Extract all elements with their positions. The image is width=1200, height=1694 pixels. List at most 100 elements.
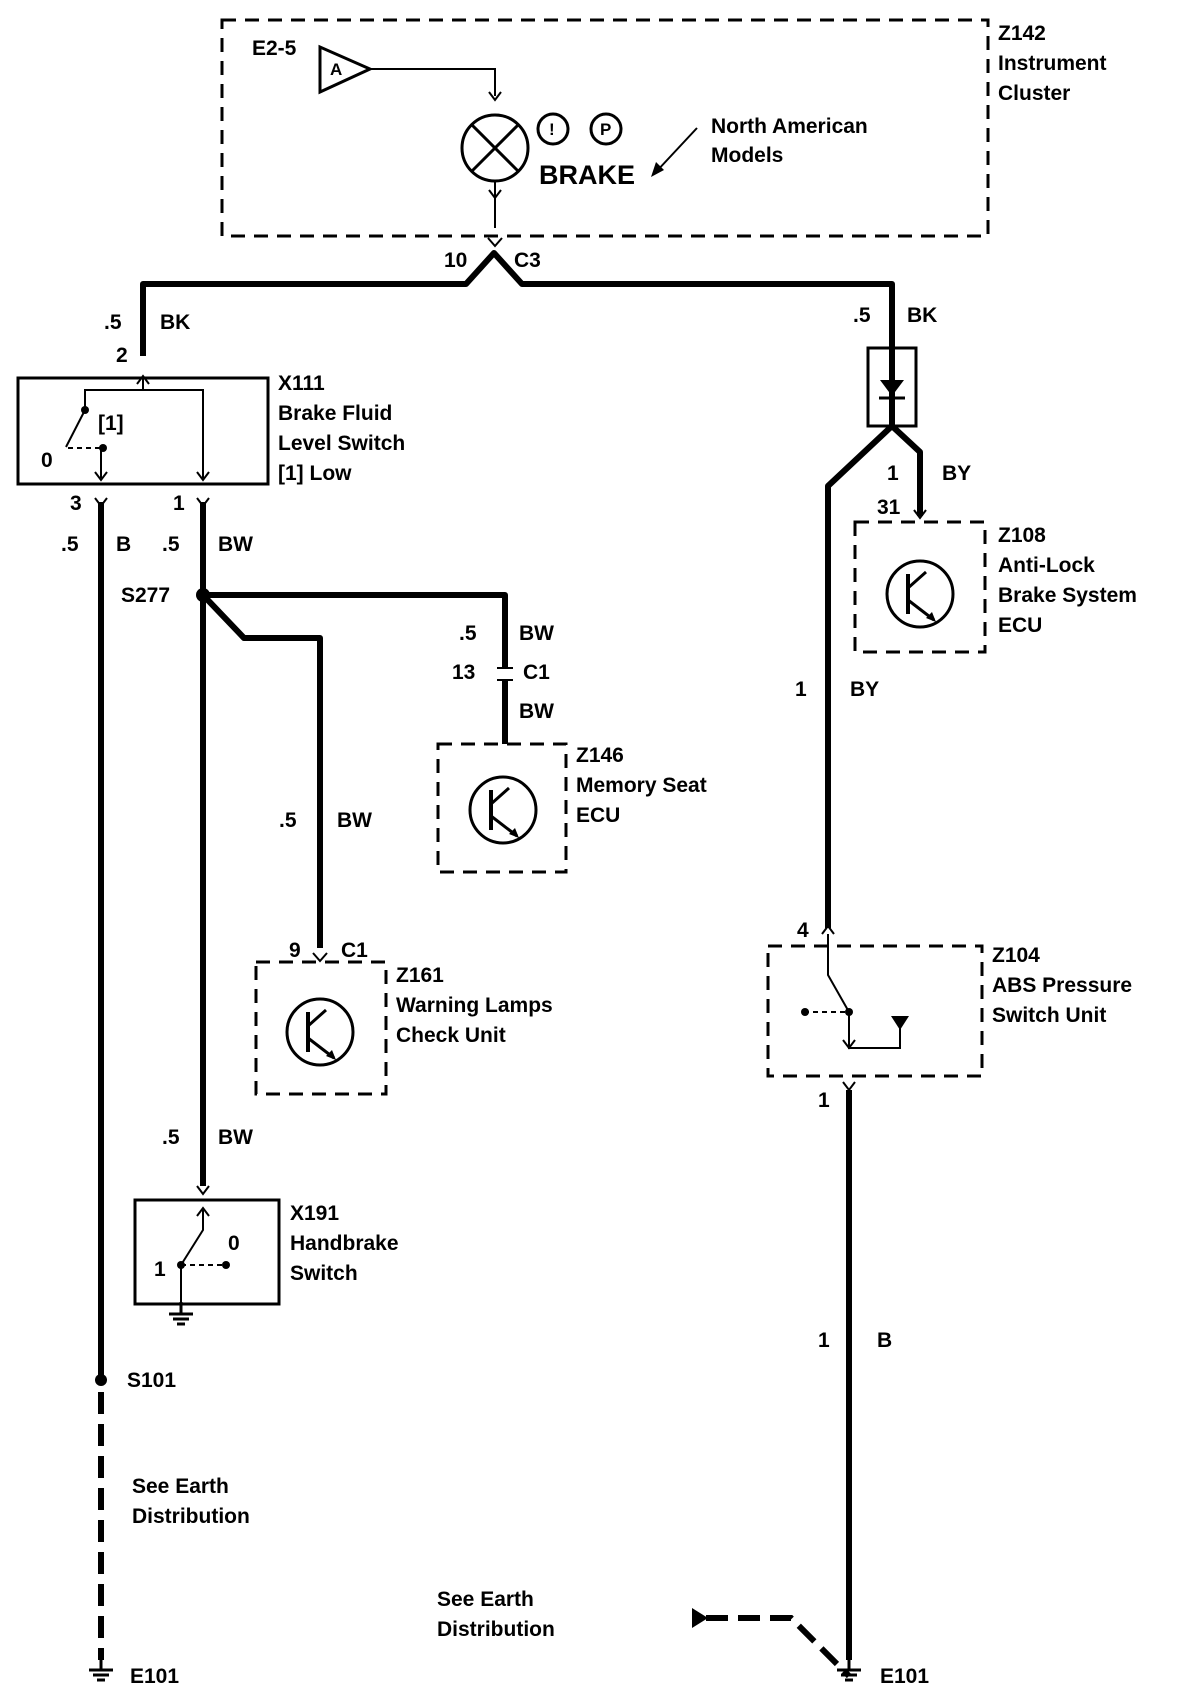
- by-wire-color: BY: [942, 462, 971, 485]
- parking-p-glyph: P: [600, 120, 611, 139]
- warning-c1-name: C1: [341, 939, 368, 962]
- note-arrow-head-icon: [651, 162, 664, 177]
- memory-c1-connector: [497, 667, 513, 681]
- b-left-wire-color: B: [116, 533, 131, 556]
- cluster-note-line2: Models: [711, 144, 783, 167]
- handbrake-switch: 1 0 X191 Handbrake Switch: [133, 1185, 399, 1326]
- brake-lamp-label: BRAKE: [539, 160, 635, 190]
- brake-warning-symbol-icon: !: [536, 112, 570, 146]
- earth-section: See Earth Distribution See Earth Distrib…: [89, 1475, 929, 1688]
- z104-internal: [848, 1012, 901, 1049]
- by-wire-size: 1: [887, 462, 899, 485]
- z161-id: Z161: [396, 964, 444, 987]
- handbrake-bw-size: .5: [162, 1126, 180, 1149]
- x111-internal-left: [84, 389, 143, 410]
- by-wire-to-pressure-switch: [825, 423, 895, 928]
- abs-ecu: 31 Z108 Anti-Lock Brake System ECU: [853, 496, 1137, 654]
- parking-brake-symbol-icon: P: [589, 112, 623, 146]
- left-top-wire-color: BK: [160, 311, 190, 334]
- x111-pos-label: [1]: [98, 412, 124, 435]
- warning-c1-pin: 9: [289, 939, 301, 962]
- x191-ground-icon: [169, 1302, 193, 1326]
- cluster-note-line1: North American: [711, 115, 868, 138]
- pressure-symbol-icon: [891, 1016, 909, 1030]
- x191-pos-one: 1: [154, 1258, 166, 1281]
- handbrake-bw-color: BW: [218, 1126, 253, 1149]
- connector-a-triangle-icon: A: [318, 44, 374, 95]
- x191-top-terminal: [196, 1206, 210, 1217]
- brake-exclaim-glyph: !: [549, 120, 555, 139]
- z108-box: [853, 520, 987, 654]
- x111-name-line2: Level Switch: [278, 432, 405, 455]
- x191-box: [133, 1198, 281, 1306]
- x111-out-right: [196, 497, 210, 508]
- right-top-wire-size: .5: [853, 304, 871, 327]
- x191-id: X191: [290, 1202, 339, 1225]
- abs-ecu-transistor-icon: [885, 559, 955, 629]
- earth-distribution-dashed: [706, 1615, 852, 1679]
- z104-bottom-terminal: [842, 1081, 856, 1092]
- main-wiring: 10 C3 .5 BK .5 BK 1 BY 1 BY 3 .5 B 1 .5 …: [61, 237, 971, 1679]
- ground-left-icon: [89, 1660, 113, 1682]
- earth-note1-line2: Distribution: [132, 1505, 250, 1528]
- z104-name-line1: ABS Pressure: [992, 974, 1132, 997]
- memory-bw-below: BW: [519, 700, 554, 723]
- z108-pin: 31: [877, 496, 901, 519]
- x191-name-line1: Handbrake: [290, 1232, 399, 1255]
- z104-box: [766, 944, 984, 1078]
- earth-note1-line1: See Earth: [132, 1475, 229, 1498]
- warning-bw-color: BW: [337, 809, 372, 832]
- warning-bw-size: .5: [279, 809, 297, 832]
- x111-pivot: [81, 406, 89, 414]
- lamp-feed-wire: [370, 68, 496, 96]
- by-wire-to-abs-ecu: [889, 423, 923, 516]
- instrument-cluster: E2-5 A ! P BRAKE North American Models Z…: [220, 18, 1107, 238]
- z146-id: Z146: [576, 744, 624, 767]
- c3-connector: [487, 237, 503, 248]
- abs-pressure-switch-unit: 4 Z104 ABS Pressure Switch Unit: [766, 919, 1132, 1092]
- right-top-wire-color: BK: [907, 304, 937, 327]
- bk-harness-wire: [140, 250, 895, 356]
- x111-left-terminal: [94, 471, 108, 482]
- x191-pos-zero: 0: [228, 1232, 240, 1255]
- ground-left-label: E101: [130, 1665, 179, 1688]
- cluster-name-line1: Instrument: [998, 52, 1107, 75]
- z161-box: [254, 960, 388, 1096]
- z146-name-line1: Memory Seat: [576, 774, 707, 797]
- warning-c1-connector: [312, 952, 328, 963]
- x111-switch-blade: [65, 409, 86, 448]
- note-arrow-line: [654, 127, 698, 174]
- c3-name-label: C3: [514, 249, 541, 272]
- memory-c1-pin: 13: [452, 661, 475, 684]
- memory-c1-name: C1: [523, 661, 550, 684]
- diode-icon: [880, 380, 904, 396]
- x111-pin-left: 3: [70, 492, 82, 515]
- bw-wire-to-warning-unit: [200, 592, 323, 948]
- s277-label: S277: [121, 584, 170, 607]
- x111-pin-right: 1: [173, 492, 185, 515]
- cluster-id: Z142: [998, 22, 1046, 45]
- ground-right-label: E101: [880, 1665, 929, 1688]
- ground-right-icon: [837, 1660, 861, 1682]
- z161-name-line1: Warning Lamps: [396, 994, 553, 1017]
- left-top-wire-size: .5: [104, 311, 122, 334]
- memory-seat-transistor-icon: [468, 775, 538, 845]
- warning-lamps-check-unit: Z161 Warning Lamps Check Unit: [254, 960, 553, 1096]
- x191-switch-blade: [180, 1210, 204, 1266]
- lamp-top-terminal: [488, 91, 502, 102]
- earth-arrow-icon: [692, 1608, 708, 1628]
- z146-box: [436, 742, 568, 874]
- z108-id: Z108: [998, 524, 1046, 547]
- z104-switch-blade: [827, 934, 850, 1013]
- z108-name-line3: ECU: [998, 614, 1042, 637]
- z146-name-line2: ECU: [576, 804, 620, 827]
- cluster-name-line2: Cluster: [998, 82, 1070, 105]
- triangle-label: A: [330, 60, 342, 79]
- brake-lamp-icon: [460, 113, 530, 183]
- x111-id: X111: [278, 372, 325, 395]
- s101-splice-dot: [95, 1374, 107, 1386]
- z104-id: Z104: [992, 944, 1040, 967]
- abs-b-wire-size: 1: [818, 1329, 830, 1352]
- z108-name-line1: Anti-Lock: [998, 554, 1095, 577]
